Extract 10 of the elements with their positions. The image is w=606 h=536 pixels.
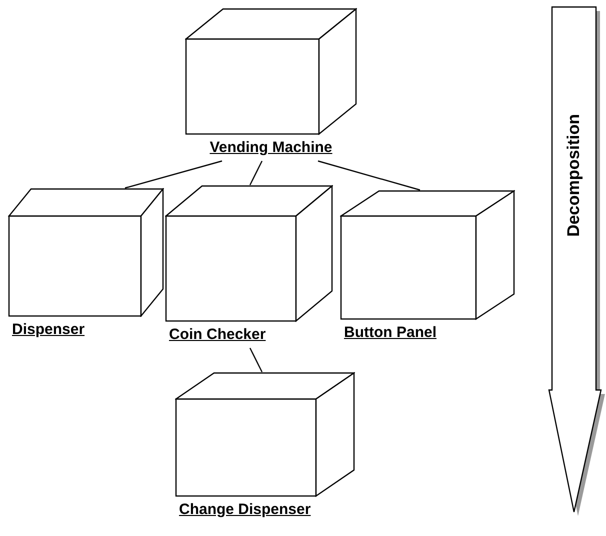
arrow-label: Decomposition: [563, 114, 584, 236]
connector-line: [124, 160, 222, 189]
connector-line: [249, 348, 263, 372]
node-label: Coin Checker: [169, 326, 266, 344]
node-label: Change Dispenser: [179, 501, 311, 519]
node-label: Button Panel: [344, 324, 436, 342]
node-label: Vending Machine: [210, 139, 332, 157]
node-label: Dispenser: [12, 321, 85, 339]
connector-line: [318, 160, 420, 191]
connector-line: [249, 160, 263, 186]
